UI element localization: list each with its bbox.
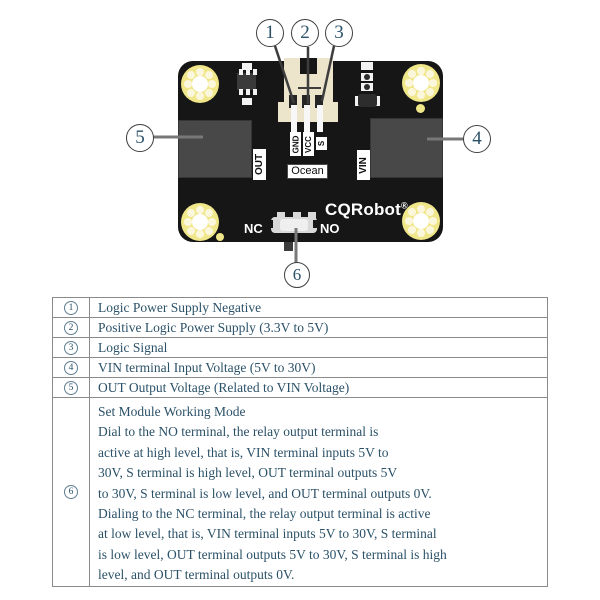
row-number-cell: 3 xyxy=(53,338,90,357)
ic-leg-icon xyxy=(239,89,243,95)
circled-number: 4 xyxy=(64,360,78,375)
out-terminal-block xyxy=(178,120,252,178)
row-number-cell: 1 xyxy=(53,298,90,317)
table-row: 6 Set Module Working Mode Dial to the NO… xyxy=(53,398,547,586)
switch-knob xyxy=(280,219,308,231)
row-description: Set Module Working Mode Dial to the NO t… xyxy=(98,404,447,583)
circled-number: 1 xyxy=(64,300,78,315)
row-description: Positive Logic Power Supply (3.3V to 5V) xyxy=(98,319,329,335)
vcc-label: VCC xyxy=(303,132,314,156)
table-row: 5 OUT Output Voltage (Related to VIN Vol… xyxy=(53,378,547,398)
signal-pin xyxy=(317,105,323,132)
no-label: NO xyxy=(320,221,340,236)
connector-slot xyxy=(315,95,323,108)
gnd-label: GND xyxy=(290,132,301,156)
row-description: Logic Power Supply Negative xyxy=(98,299,262,315)
button-component-icon xyxy=(358,94,377,107)
brand-logo: CQRobot® xyxy=(325,200,408,219)
smd-component-icon xyxy=(242,63,252,70)
connector-slot xyxy=(302,95,310,108)
ocean-label: Ocean xyxy=(287,164,328,179)
switch-tooth xyxy=(293,212,301,219)
row-description: OUT Output Voltage (Related to VIN Volta… xyxy=(98,379,350,395)
vin-terminal-block xyxy=(370,118,443,178)
smd-component-icon xyxy=(364,84,370,90)
circled-number: 3 xyxy=(64,340,78,355)
mounting-hole-icon xyxy=(181,203,219,241)
ic-leg-icon xyxy=(246,69,250,75)
vin-label: VIN xyxy=(357,150,370,180)
circled-number: 6 xyxy=(64,485,78,499)
vcc-pin xyxy=(304,105,310,132)
row-number-cell: 4 xyxy=(53,358,90,377)
led-dot-icon xyxy=(416,104,425,113)
table-row: 4 VIN terminal Input Voltage (5V to 30V) xyxy=(53,358,547,378)
gnd-pin xyxy=(291,105,297,132)
ic-leg-icon xyxy=(239,69,243,75)
callout-1: 1 xyxy=(256,19,284,47)
row-number-cell: 5 xyxy=(53,378,90,397)
switch-notch xyxy=(267,220,273,228)
row-description: Logic Signal xyxy=(98,339,168,355)
switch-notch xyxy=(313,220,319,228)
ic-leg-icon xyxy=(253,89,257,95)
table-row: 3 Logic Signal xyxy=(53,338,547,358)
table-row: 2 Positive Logic Power Supply (3.3V to 5… xyxy=(53,318,547,338)
out-label: OUT xyxy=(253,149,266,180)
registered-mark: ® xyxy=(401,200,408,211)
mounting-hole-icon xyxy=(402,64,440,102)
nc-label: NC xyxy=(244,221,263,236)
signal-label: S xyxy=(316,137,327,150)
connector-notch xyxy=(300,58,317,74)
callout-3: 3 xyxy=(325,19,353,47)
row-description: VIN terminal Input Voltage (5V to 30V) xyxy=(98,359,316,375)
smd-component-icon xyxy=(364,74,370,80)
callout-6: 6 xyxy=(284,262,310,288)
smd-component-icon xyxy=(361,62,373,70)
table-row: 1 Logic Power Supply Negative xyxy=(53,298,547,318)
callout-4: 4 xyxy=(463,125,491,153)
circled-number: 2 xyxy=(64,320,78,335)
led-dot-icon xyxy=(216,233,224,241)
circled-number: 5 xyxy=(64,380,78,395)
switch-tooth xyxy=(277,212,285,219)
row-number-cell: 6 xyxy=(53,398,90,586)
callout-2: 2 xyxy=(291,19,319,47)
ic-leg-icon xyxy=(246,89,250,95)
ic-chip-icon xyxy=(237,73,256,90)
pin-description-table: 1 Logic Power Supply Negative 2 Positive… xyxy=(52,297,548,587)
smd-component-icon xyxy=(242,98,252,105)
switch-tooth xyxy=(308,212,316,219)
callout-5: 5 xyxy=(126,124,154,152)
row-number-cell: 2 xyxy=(53,318,90,337)
mounting-hole-icon xyxy=(181,65,219,103)
ic-leg-icon xyxy=(253,69,257,75)
switch-bottom-tab xyxy=(284,242,293,251)
mounting-hole-icon xyxy=(402,202,440,240)
